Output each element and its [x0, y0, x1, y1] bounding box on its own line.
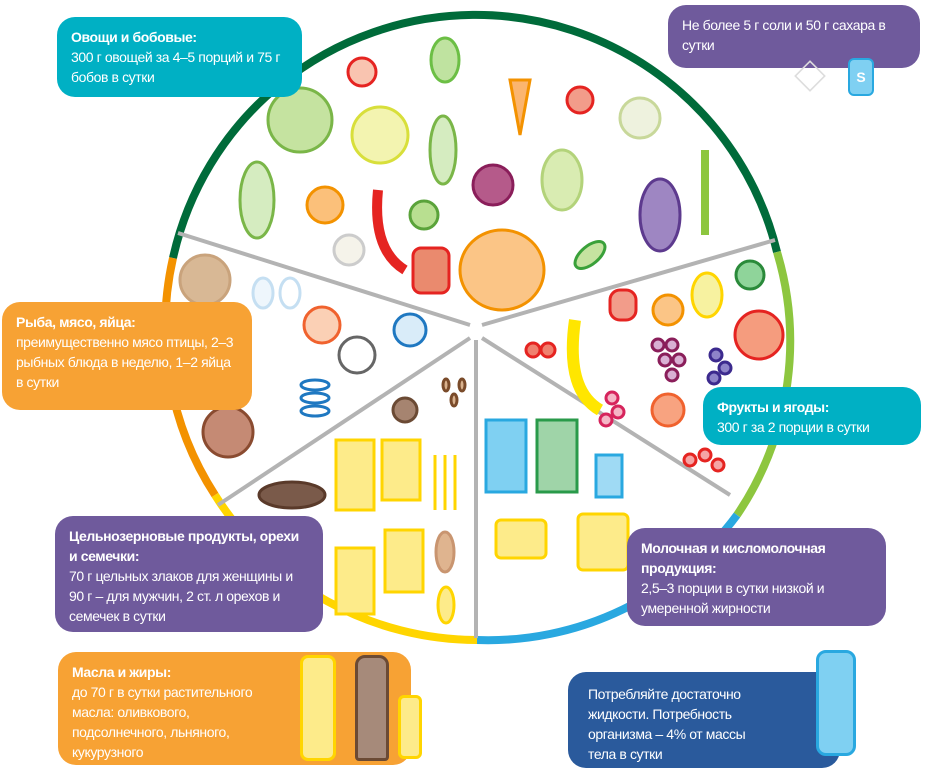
onion-icon — [618, 96, 662, 140]
radish-icon — [565, 85, 595, 115]
crispbread-2-icon — [334, 546, 376, 616]
salt-shaker-icon: S — [848, 58, 874, 96]
water-info-box: Потребляйте достаточно жидкости. Потребн… — [568, 672, 840, 768]
fruits-title: Фрукты и ягоды: — [717, 399, 829, 415]
braided-bread-icon — [434, 530, 456, 574]
grains-text: 70 г цельных злаков для женщины и 90 г –… — [69, 568, 293, 624]
lettuce-icon — [429, 36, 461, 84]
cabbage-icon — [266, 86, 334, 154]
oils-info-box: Масла и жиры: до 70 г в сутки растительн… — [58, 652, 411, 765]
oils-text: до 70 г в сутки растительного масла: оли… — [72, 684, 253, 760]
apple-green-icon — [734, 259, 766, 291]
pasta-pack-icon — [380, 438, 422, 502]
coffee-beans-icon — [441, 377, 467, 408]
small-oil-bottle-icon — [398, 695, 422, 759]
braided-bread-2-icon — [436, 585, 456, 625]
tomato-icon — [346, 56, 378, 88]
salmon-steak-icon — [302, 305, 342, 345]
grain-icons — [257, 377, 467, 625]
chili-pepper-icon — [372, 189, 408, 275]
protein-text: преимущественно мясо птицы, 2–3 рыбных б… — [16, 334, 234, 390]
butter-icon — [494, 518, 548, 560]
peas-icon — [573, 240, 607, 270]
cauliflower-icon — [350, 105, 410, 165]
cucumber-icon — [428, 114, 458, 186]
crispbread-icon — [334, 438, 376, 512]
bread-loaf-icon — [257, 480, 327, 510]
vegetables-title: Овощи и бобовые: — [71, 29, 197, 45]
grains-title: Цельнозерновые продукты, орехи и семечки… — [69, 528, 299, 564]
cranberries-icon — [598, 390, 626, 428]
apple-red-icon — [733, 309, 785, 361]
spinach-icon — [540, 148, 584, 212]
beet-icon — [471, 163, 515, 207]
olive-oil-bottle-icon — [355, 655, 389, 761]
water-text: Потребляйте достаточно жидкости. Потребн… — [588, 686, 746, 762]
boiled-egg-icon — [278, 276, 302, 310]
zucchini-icon — [238, 160, 276, 240]
pasta-pack-2-icon — [383, 528, 425, 594]
oils-title: Масла и жиры: — [72, 664, 171, 680]
rim-vegetables — [169, 10, 781, 259]
dairy-title: Молочная и кисломолочная продукция: — [641, 540, 826, 576]
yogurt-icon — [594, 453, 624, 499]
canned-fish-icon — [392, 312, 428, 348]
chicken-leg-icon — [178, 253, 232, 307]
milk-carton-green-icon — [535, 418, 579, 494]
fish-icon — [299, 378, 331, 418]
carrot-icon — [508, 78, 532, 136]
plate-dividers — [177, 231, 776, 638]
blueberries-icon — [706, 347, 733, 386]
vegetables-info-box: Овощи и бобовые: 300 г овощей за 4–5 пор… — [57, 17, 302, 97]
cheese-icon — [576, 512, 630, 572]
orange-icon — [651, 293, 685, 327]
egg-icon — [251, 276, 275, 310]
grains-info-box: Цельнозерновые продукты, орехи и семечки… — [55, 516, 323, 632]
fruits-info-box: Фрукты и ягоды: 300 г за 2 порции в сутк… — [703, 387, 921, 445]
fish-steak-icon — [337, 335, 377, 375]
banana-icon — [566, 319, 604, 416]
pumpkin-icon — [458, 228, 546, 312]
eggplant-icon — [638, 177, 682, 253]
pear-icon — [690, 271, 724, 319]
dairy-info-box: Молочная и кисломолочная продукция: 2,5–… — [627, 528, 886, 626]
vegetable-icons — [238, 36, 709, 312]
walnut-icon — [391, 396, 419, 424]
bell-pepper-icon — [411, 246, 451, 295]
fruit-icons — [524, 259, 785, 473]
fruits-text: 300 г за 2 порции в сутки — [717, 419, 870, 435]
salt-sugar-info-box: Не более 5 г соли и 50 г сахара в сутки — [668, 5, 920, 68]
dairy-text: 2,5–3 порции в сутки низкой и умеренной … — [641, 580, 825, 616]
rim-fruits — [733, 250, 795, 518]
broccoli-icon — [408, 199, 440, 231]
peach-icon — [650, 392, 686, 428]
cherries-icon — [524, 341, 557, 359]
protein-info-box: Рыба, мясо, яйца: преимущественно мясо п… — [2, 302, 252, 410]
protein-icons — [178, 253, 428, 459]
noodles-icon — [433, 455, 457, 510]
beans-icon — [305, 185, 345, 225]
water-bottle-icon — [816, 650, 856, 756]
steak-icon — [201, 405, 255, 459]
strawberry-icon — [608, 288, 638, 322]
milk-carton-blue-icon — [484, 418, 528, 494]
dairy-icons — [484, 418, 630, 572]
sunflower-oil-bottle-icon — [300, 655, 336, 761]
grapes-icon — [650, 337, 687, 383]
salt-sugar-text: Не более 5 г соли и 50 г сахара в сутки — [682, 17, 886, 53]
vegetables-text: 300 г овощей за 4–5 порций и 75 г бобов … — [71, 49, 281, 85]
garlic-icon — [332, 233, 366, 267]
protein-title: Рыба, мясо, яйца: — [16, 314, 136, 330]
currants-icon — [682, 447, 726, 473]
